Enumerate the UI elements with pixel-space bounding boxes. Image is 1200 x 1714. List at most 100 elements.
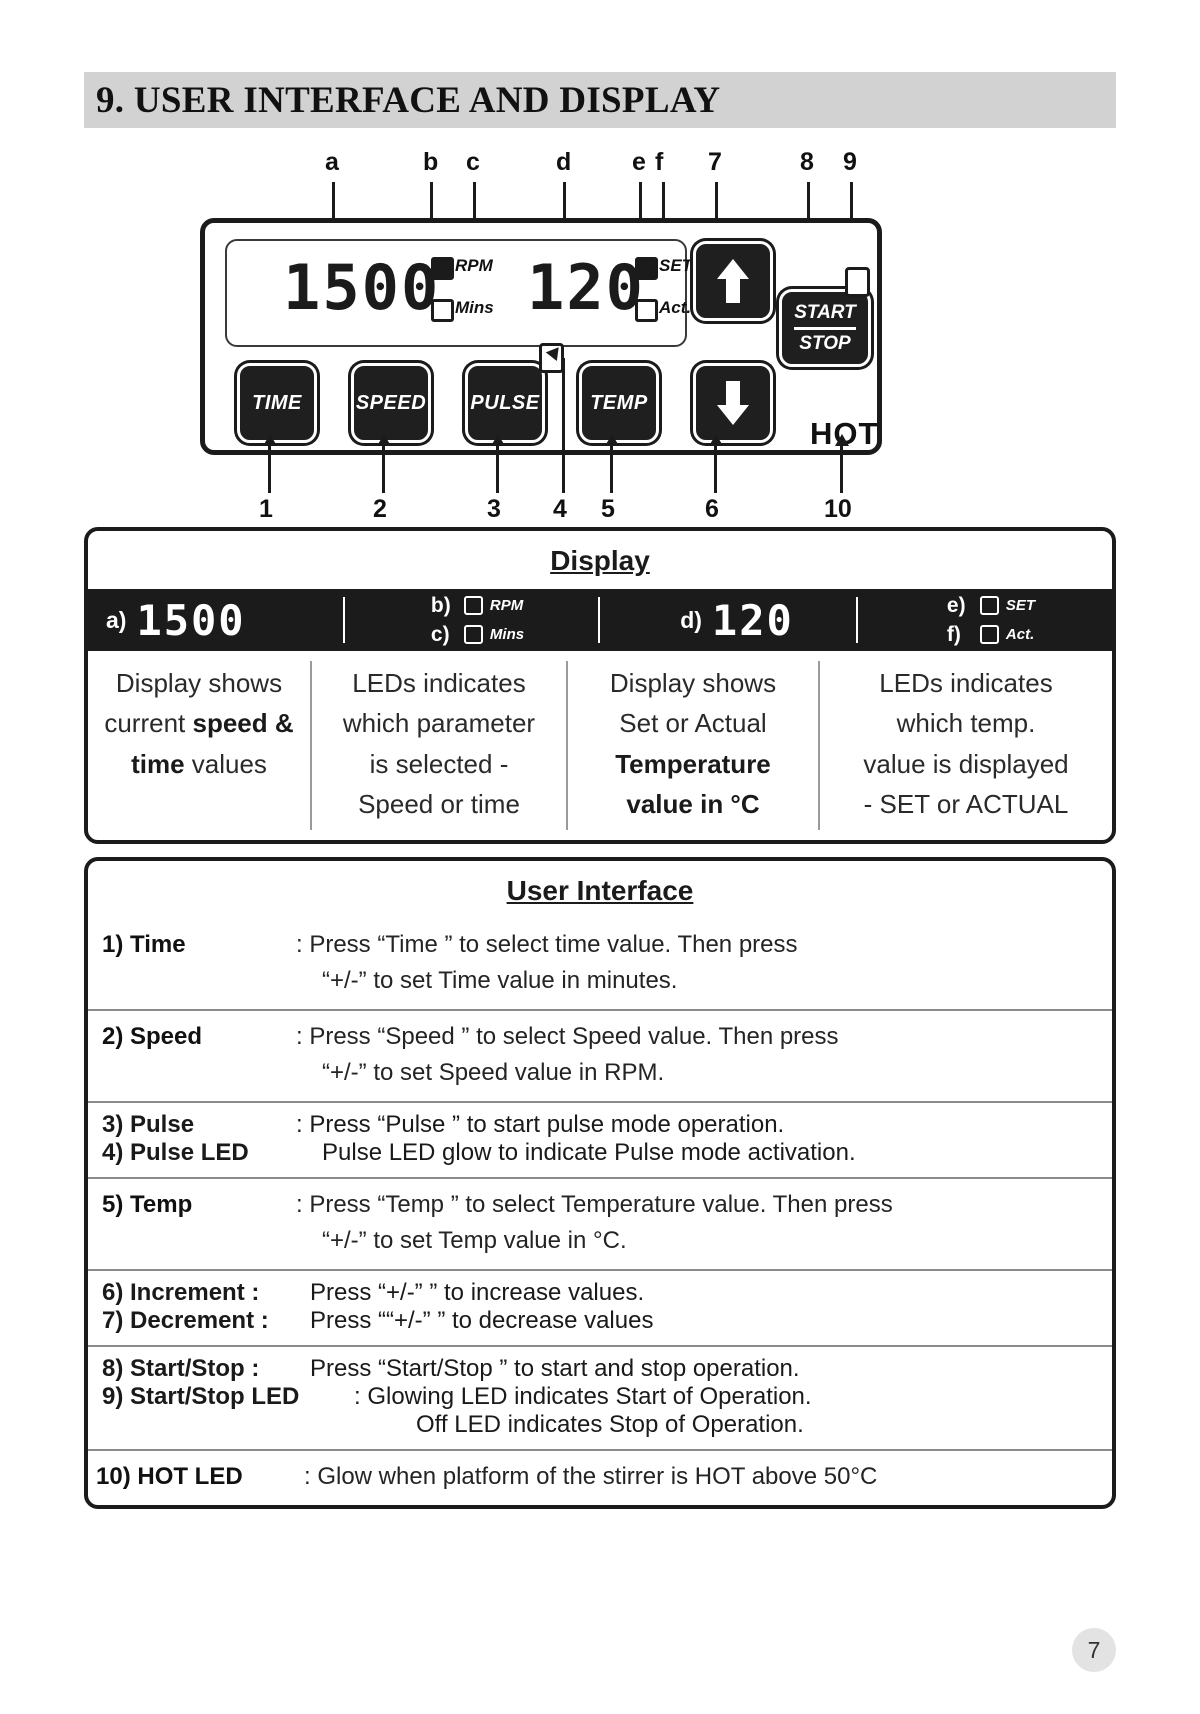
row-key-hot-led: 10) HOT LED xyxy=(96,1463,243,1490)
act-label: Act. xyxy=(1005,626,1035,643)
leader-b xyxy=(430,182,433,232)
mins-led-label: Mins xyxy=(455,298,494,317)
display-cell-ef-desc: LEDs indicates which temp. value is disp… xyxy=(820,651,1112,840)
row-key-pulse: 3) Pulse xyxy=(102,1111,195,1138)
callout-a: a xyxy=(325,148,339,176)
cell-d-line4: value in °C xyxy=(626,788,760,819)
cell-a-line2a: current xyxy=(104,708,193,739)
leader-2-arrow xyxy=(377,434,391,446)
row-key-increment: 6) Increment : xyxy=(102,1279,260,1306)
divider xyxy=(856,597,858,643)
set-led-icon xyxy=(979,596,999,615)
pulse-button-label: PULSE xyxy=(470,391,540,414)
index-f: f) xyxy=(946,622,961,646)
display-table-title: Display xyxy=(550,545,650,576)
cell-ef-line4: - SET or ACTUAL xyxy=(863,788,1069,819)
temp-segment-display: 120 xyxy=(527,251,645,324)
cell-bc-line2: which parameter xyxy=(342,708,536,739)
row-start-stop-line1: Press “Start/Stop ” to start and stop op… xyxy=(310,1355,800,1382)
rpm-led xyxy=(431,257,454,280)
table-row: 2) Speed : Press “Speed ” to select Spee… xyxy=(88,1009,1112,1101)
led-line-c: c) Mins xyxy=(431,623,524,647)
divider xyxy=(566,661,568,831)
row-key-decrement: 7) Decrement : xyxy=(102,1307,269,1334)
instrument-panel: 1500 RPM Mins 120 SET Act. TIME SPEED PU… xyxy=(200,218,882,455)
mins-label: Mins xyxy=(489,626,525,643)
table-row: 10) HOT LED : Glow when platform of the … xyxy=(88,1449,1112,1505)
page-title: 9. USER INTERFACE AND DISPLAY xyxy=(96,80,721,121)
lcd-screen: 1500 RPM Mins 120 SET Act. xyxy=(225,239,692,347)
cell-a-line2b: speed & xyxy=(192,708,294,739)
row-temp-line1: : Press “Temp ” to select Temperature va… xyxy=(296,1191,893,1218)
leader-5-arrow xyxy=(605,434,619,446)
down-arrow-icon xyxy=(717,381,749,425)
cell-d-line3: Temperature xyxy=(615,748,771,779)
mins-led-icon xyxy=(463,625,483,644)
row-pulse-line2: Pulse LED glow to indicate Pulse mode ac… xyxy=(322,1139,856,1166)
rpm-led-label: RPM xyxy=(455,256,493,275)
row-key-start-stop: 8) Start/Stop : xyxy=(102,1355,260,1382)
row-value-speed: : Press “Speed ” to select Speed value. … xyxy=(296,1019,1112,1091)
set-led-label: SET xyxy=(659,256,693,275)
start-stop-button[interactable]: START STOP xyxy=(779,289,871,367)
display-cell-a-desc: Display shows current speed & time value… xyxy=(88,651,310,840)
led-line-b: b) RPM xyxy=(431,594,524,618)
callout-4: 4 xyxy=(553,495,567,523)
set-led xyxy=(635,257,658,280)
control-panel-diagram: a b c d e f 7 8 9 1500 xyxy=(0,140,1200,523)
display-head-cell-d: d) 120 xyxy=(600,589,856,651)
row-value-hot-led: : Glow when platform of the stirrer is H… xyxy=(304,1463,878,1490)
increment-button[interactable] xyxy=(693,241,773,321)
row-key-speed: 2) Speed xyxy=(102,1023,203,1050)
callout-5: 5 xyxy=(601,495,615,523)
display-table-body: Display shows current speed & time value… xyxy=(88,651,1112,840)
time-button-label: TIME xyxy=(252,391,302,414)
row-temp-line2: “+/-” to set Temp value in °C. xyxy=(322,1227,627,1254)
index-b: b) xyxy=(430,593,451,617)
leader-3 xyxy=(496,445,499,493)
row-start-stop-line2: : Glowing LED indicates Start of Operati… xyxy=(354,1383,812,1410)
row-decrement: 7) Decrement : Press ““+/-” ” to decreas… xyxy=(88,1307,1112,1335)
row-value-temp: : Press “Temp ” to select Temperature va… xyxy=(296,1187,1112,1259)
leader-10 xyxy=(840,445,843,493)
row-start-stop-led-off: Off LED indicates Stop of Operation. xyxy=(88,1411,1112,1439)
callout-2: 2 xyxy=(373,495,387,523)
callout-1: 1 xyxy=(259,495,273,523)
section-title-band xyxy=(84,72,1116,128)
callout-e: e xyxy=(632,148,646,176)
leader-1 xyxy=(268,445,271,493)
led-line-f: f) Act. xyxy=(947,623,1035,647)
row-start-stop: 8) Start/Stop : Press “Start/Stop ” to s… xyxy=(88,1355,1112,1383)
row-key-temp: 5) Temp xyxy=(102,1191,193,1218)
callout-7: 7 xyxy=(708,148,722,176)
speed-button[interactable]: SPEED xyxy=(351,363,431,443)
table-row: 1) Time : Press “Time ” to select time v… xyxy=(88,919,1112,1009)
cell-a-line1: Display shows xyxy=(115,668,283,698)
temp-value: 120 xyxy=(711,595,794,645)
callout-10: 10 xyxy=(824,495,852,523)
display-table-header-row: a) 1500 b) RPM c) Mins xyxy=(88,589,1112,651)
row-key-time: 1) Time xyxy=(102,931,186,958)
decrement-button[interactable] xyxy=(693,363,773,443)
up-arrow-icon xyxy=(717,259,749,303)
leader-6 xyxy=(714,445,717,493)
temp-button[interactable]: TEMP xyxy=(579,363,659,443)
act-led xyxy=(635,299,658,322)
display-cell-d-desc: Display shows Set or Actual Temperature … xyxy=(568,651,818,840)
display-table: Display a) 1500 b) RPM c) Mins xyxy=(84,527,1116,845)
index-c: c) xyxy=(430,622,450,646)
table-row: 5) Temp : Press “Temp ” to select Temper… xyxy=(88,1177,1112,1269)
pulse-button[interactable]: PULSE xyxy=(465,363,545,443)
time-button[interactable]: TIME xyxy=(237,363,317,443)
leader-1-arrow xyxy=(263,434,277,446)
set-label: SET xyxy=(1005,597,1036,614)
cell-d-line2: Set or Actual xyxy=(619,708,767,739)
page-number: 7 xyxy=(1072,1628,1116,1672)
divider xyxy=(310,661,312,831)
index-d: d) xyxy=(680,606,702,633)
speed-button-label: SPEED xyxy=(355,391,427,414)
mins-led xyxy=(431,299,454,322)
cell-ef-line1: LEDs indicates xyxy=(879,668,1053,698)
row-speed-line1: : Press “Speed ” to select Speed value. … xyxy=(296,1023,839,1050)
